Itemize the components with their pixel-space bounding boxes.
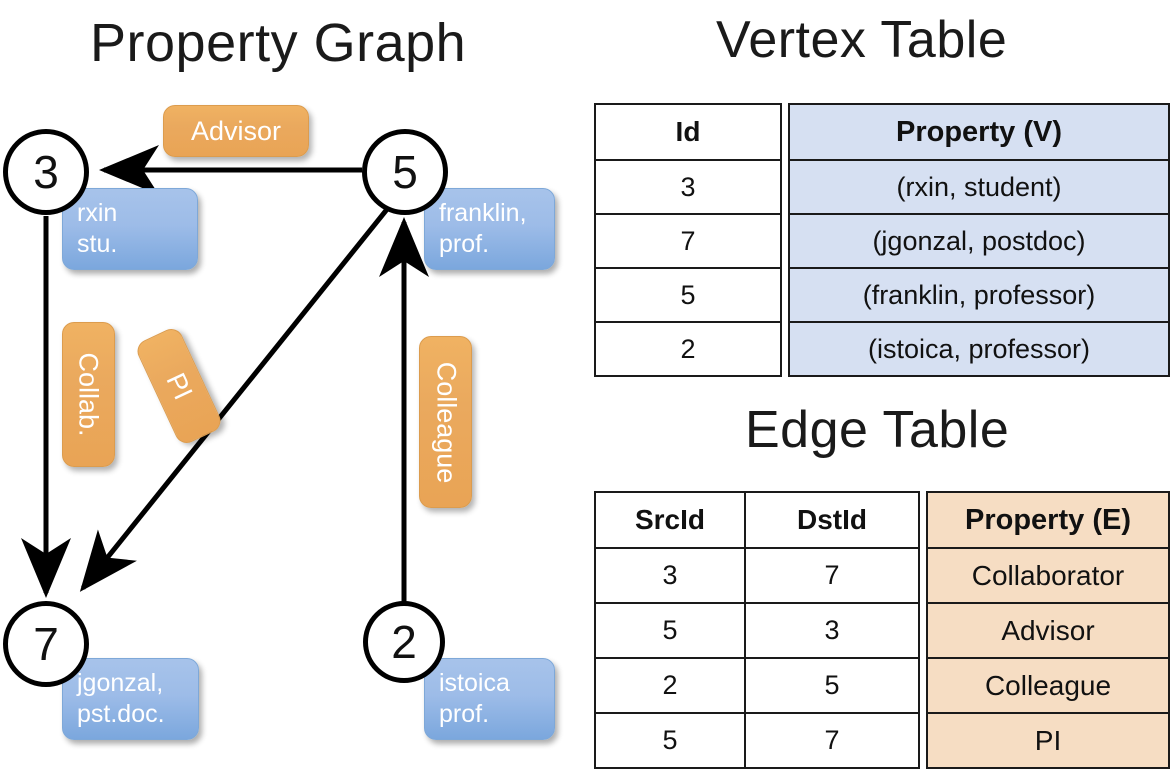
- edge-row-0-dst: 7: [744, 547, 920, 604]
- vertex-table-gap: [781, 322, 789, 376]
- graph-node-2-label: 2: [391, 616, 417, 668]
- graph-node-7[interactable]: 7: [3, 601, 89, 687]
- edge-table-gap: [919, 658, 927, 713]
- edge-table-header-dstid: DstId: [744, 491, 920, 549]
- edge-row-2-src: 2: [594, 657, 746, 714]
- vertex-table-header-id: Id: [594, 103, 782, 161]
- graph-node-2[interactable]: 2: [363, 601, 445, 683]
- vertex-row-0-property: (rxin, student): [788, 159, 1170, 215]
- vertex-table-header-property: Property (V): [788, 103, 1170, 161]
- vertex-label-franklin-line2: prof.: [439, 229, 490, 258]
- vertex-label-jgonzal-line2: pst.doc.: [77, 699, 165, 728]
- page-title-property-graph: Property Graph: [90, 13, 467, 73]
- edge-5-to-7: [79, 206, 390, 592]
- graph-edges-svg: [21, 145, 429, 604]
- vertex-label-franklin-line1: franklin,: [439, 199, 527, 227]
- vertex-table-gap: [781, 214, 789, 268]
- vertex-label-istoica-line2: prof.: [439, 699, 490, 728]
- edge-row-1-property: Advisor: [926, 602, 1170, 659]
- edge-table-gap: [919, 713, 927, 768]
- vertex-row-1-id: 7: [594, 213, 782, 269]
- vertex-row-0-id: 3: [594, 159, 782, 215]
- graph-node-5[interactable]: 5: [362, 129, 448, 215]
- edge-row-2-dst: 5: [744, 657, 920, 714]
- table-row: 5 (franklin, professor): [594, 267, 1170, 323]
- vertex-label-rxin-line2: stu.: [77, 229, 118, 258]
- edge-row-1-dst: 3: [744, 602, 920, 659]
- vertex-label-franklin: franklin, prof.: [424, 188, 555, 270]
- page-title-edge-table: Edge Table: [745, 401, 1010, 459]
- edge-label-collab-text: Collab.: [74, 352, 105, 437]
- table-row: 3 (rxin, student): [594, 159, 1170, 215]
- edge-table-header-srcid: SrcId: [594, 491, 746, 549]
- graph-node-3-label: 3: [33, 146, 59, 198]
- edge-label-colleague-text: Colleague: [431, 361, 461, 483]
- table-row: 2 (istoica, professor): [594, 321, 1170, 377]
- table-row: 2 5 Colleague: [594, 657, 1170, 714]
- edge-label-colleague: Colleague: [419, 336, 472, 508]
- property-graph-diagram: Advisor Collab. PI Colleague rxin stu. f…: [0, 0, 585, 760]
- edge-row-0-src: 3: [594, 547, 746, 604]
- vertex-table-gap: [781, 160, 789, 214]
- edge-label-collab: Collab.: [62, 322, 115, 467]
- graph-node-3[interactable]: 3: [3, 129, 89, 215]
- edge-label-advisor: Advisor: [163, 105, 309, 157]
- vertex-label-jgonzal-line1: jgonzal,: [77, 669, 164, 697]
- edge-table-gap: [919, 548, 927, 603]
- table-row: 7 (jgonzal, postdoc): [594, 213, 1170, 269]
- page-title-vertex-table: Vertex Table: [716, 11, 1008, 69]
- edge-table-header-row: SrcId DstId Property (E): [594, 491, 1170, 549]
- vertex-row-3-property: (istoica, professor): [788, 321, 1170, 377]
- vertex-label-rxin-line1: rxin: [77, 199, 118, 227]
- edge-label-advisor-text: Advisor: [190, 115, 282, 146]
- edge-table-header-property: Property (E): [926, 491, 1170, 549]
- vertex-table-header-row: Id Property (V): [594, 103, 1170, 161]
- edge-label-pi-text: PI: [160, 367, 199, 404]
- table-row: 3 7 Collaborator: [594, 547, 1170, 604]
- graph-node-7-label: 7: [33, 618, 59, 670]
- vertex-table: Id Property (V) 3 (rxin, student) 7 (jgo…: [594, 103, 1170, 377]
- vertex-row-1-property: (jgonzal, postdoc): [788, 213, 1170, 269]
- vertex-label-jgonzal: jgonzal, pst.doc.: [62, 658, 199, 740]
- edge-row-1-src: 5: [594, 602, 746, 659]
- vertex-table-gap: [781, 104, 789, 160]
- edge-table: SrcId DstId Property (E) 3 7 Collaborato…: [594, 491, 1170, 769]
- vertex-label-istoica-line1: istoica: [439, 669, 510, 697]
- vertex-table-gap: [781, 268, 789, 322]
- table-row: 5 3 Advisor: [594, 602, 1170, 659]
- vertex-row-2-property: (franklin, professor): [788, 267, 1170, 323]
- edge-table-gap: [919, 603, 927, 658]
- graph-node-5-label: 5: [392, 146, 418, 198]
- edge-row-2-property: Colleague: [926, 657, 1170, 714]
- edge-row-0-property: Collaborator: [926, 547, 1170, 604]
- vertex-row-3-id: 2: [594, 321, 782, 377]
- vertex-label-rxin: rxin stu.: [62, 188, 198, 270]
- vertex-label-istoica: istoica prof.: [424, 658, 555, 740]
- vertex-row-2-id: 5: [594, 267, 782, 323]
- edge-table-gap: [919, 492, 927, 548]
